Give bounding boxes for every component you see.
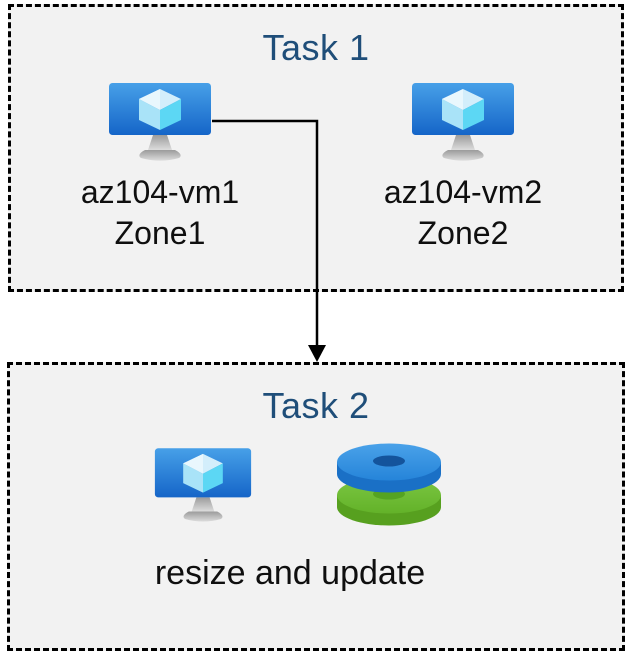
vm2-zone: Zone2: [417, 215, 509, 251]
azure-vm-icon: [410, 83, 516, 168]
azure-vm-icon: [107, 83, 213, 168]
task2-caption: resize and update: [154, 554, 426, 592]
arrowhead-icon: [308, 345, 326, 362]
task2-box: Task 2: [7, 362, 625, 651]
vm1-name: az104-vm1: [80, 174, 240, 210]
azure-disks-icon: [334, 441, 444, 532]
task1-title: Task 1: [262, 27, 370, 68]
task2-title: Task 2: [262, 385, 370, 426]
azure-vm-icon: [153, 448, 253, 529]
vm2-label: az104-vm2 Zone2: [313, 172, 613, 254]
vm2-name: az104-vm2: [383, 174, 543, 210]
vm1-label: az104-vm1 Zone1: [10, 172, 310, 254]
vm1-zone: Zone1: [114, 215, 206, 251]
